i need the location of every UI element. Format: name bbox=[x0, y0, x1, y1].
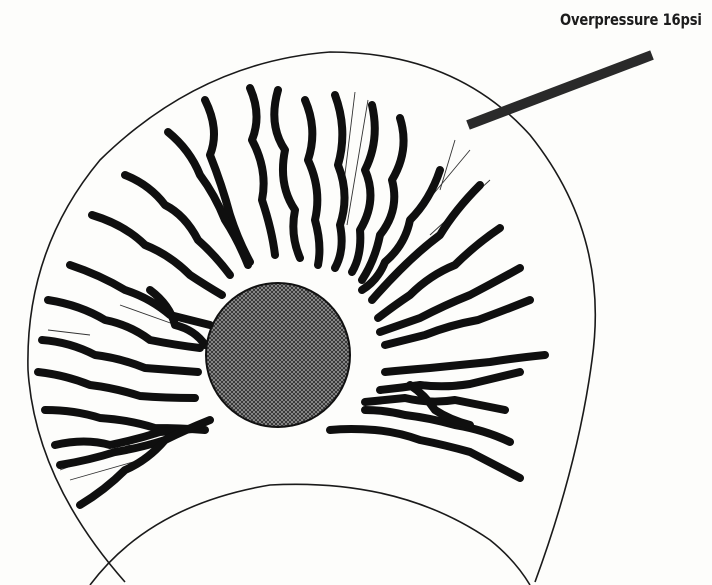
central-hatched-disc bbox=[206, 283, 350, 427]
label-leader-bar bbox=[468, 55, 652, 125]
base-arc bbox=[90, 484, 530, 585]
overpressure-label: Overpressure 16psi bbox=[560, 10, 702, 29]
